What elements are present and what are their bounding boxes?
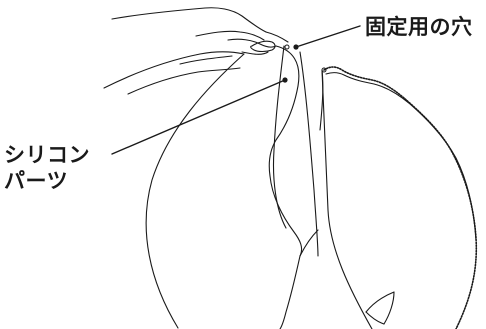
small-hole-right bbox=[321, 67, 327, 73]
fixing-hole-leader-line bbox=[295, 25, 361, 48]
silicone-part-leader-line bbox=[111, 79, 286, 155]
fixing-hole-label: 固定用の穴 bbox=[365, 15, 473, 39]
silicone-part-label-line2: パーツ bbox=[4, 169, 69, 193]
small-hole-left bbox=[284, 44, 290, 50]
silicone-part-label-line1: シリコン bbox=[4, 143, 90, 167]
hand-illustration bbox=[103, 7, 289, 95]
fabric-illustration bbox=[145, 45, 478, 329]
